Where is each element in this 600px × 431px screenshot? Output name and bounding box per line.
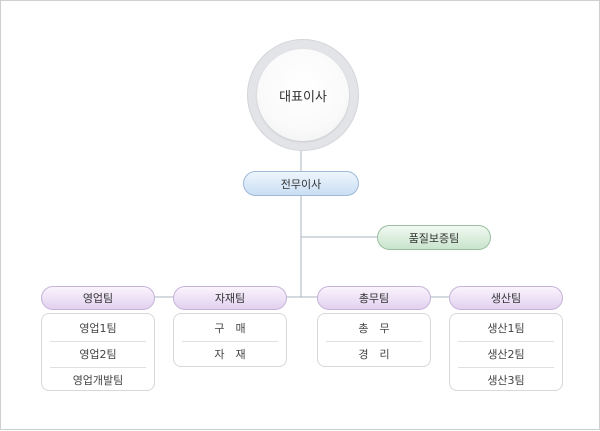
- member-item: 생산1팀: [458, 316, 554, 342]
- member-item: 총 무: [326, 316, 422, 342]
- team-general-affairs-node: 총무팀: [317, 286, 431, 310]
- ceo-node: 대표이사: [257, 49, 349, 141]
- team-production-node: 생산팀: [449, 286, 563, 310]
- member-item: 영업개발팀: [72, 374, 124, 387]
- team-sales-node: 영업팀: [41, 286, 155, 310]
- team-production-members: 생산1팀 생산2팀 생산3팀: [449, 313, 563, 391]
- team-materials-members: 구 매 자 재: [173, 313, 287, 367]
- team-materials-node: 자재팀: [173, 286, 287, 310]
- executive-node: 전무이사: [243, 171, 359, 196]
- member-item: 경 리: [358, 348, 390, 361]
- member-item: 영업1팀: [50, 316, 146, 342]
- quality-assurance-node: 품질보증팀: [377, 225, 491, 250]
- member-item: 구 매: [182, 316, 278, 342]
- member-item: 영업2팀: [50, 342, 146, 368]
- member-item: 생산2팀: [458, 342, 554, 368]
- ceo-label: 대표이사: [279, 89, 327, 105]
- team-general-affairs-members: 총 무 경 리: [317, 313, 431, 367]
- team-sales-members: 영업1팀 영업2팀 영업개발팀: [41, 313, 155, 391]
- member-item: 생산3팀: [487, 374, 525, 387]
- ceo-node-ring: 대표이사: [247, 39, 359, 151]
- member-item: 자 재: [214, 348, 246, 361]
